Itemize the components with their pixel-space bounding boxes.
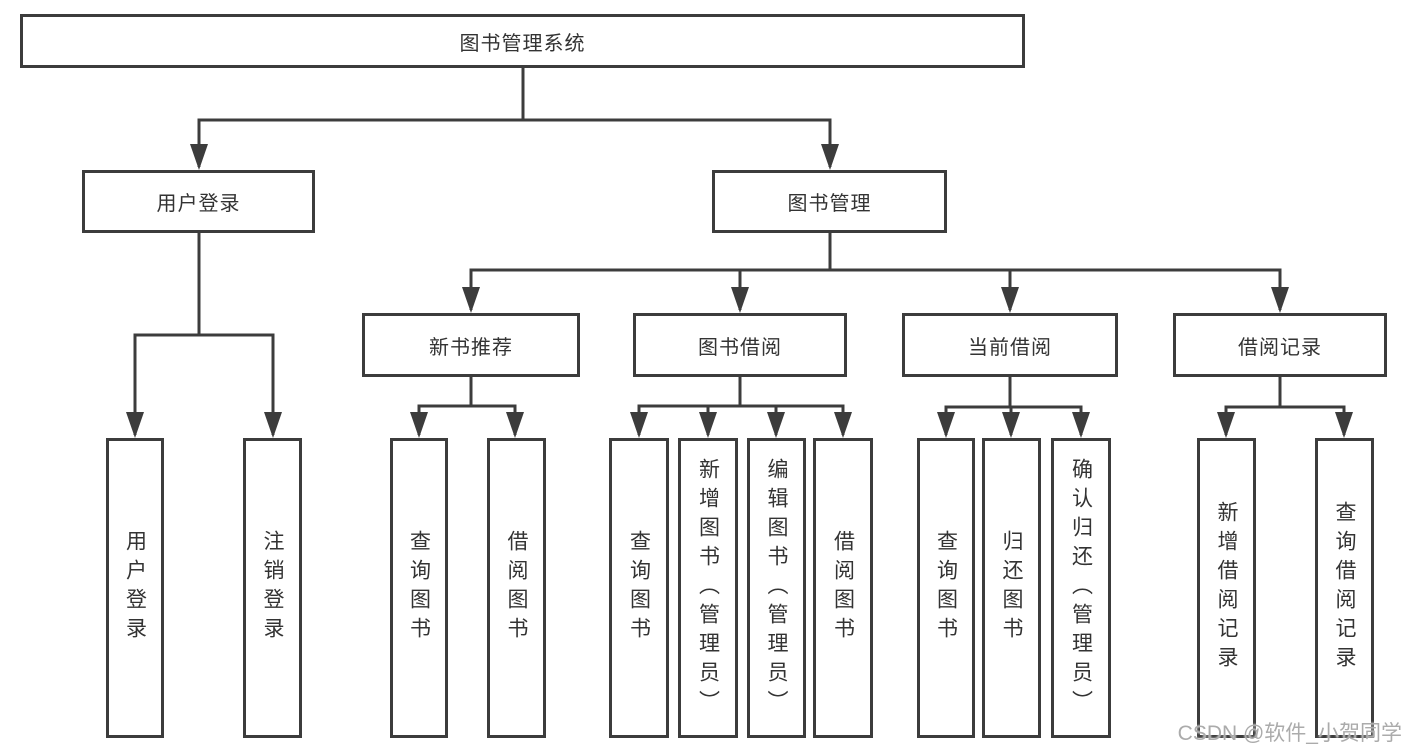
connector-bookmgmt-to-level3 xyxy=(462,233,1289,313)
node-leaf-confirm-return-admin: 确认归还（管理员） xyxy=(1051,438,1111,738)
leaf-label: 查询借阅记录 xyxy=(1333,501,1356,675)
node-root: 图书管理系统 xyxy=(20,14,1025,68)
node-leaf-borrow-books-borrow: 借阅图书 xyxy=(813,438,873,738)
leaf-label: 注销登录 xyxy=(261,530,284,646)
leaf-label: 借阅图书 xyxy=(831,530,855,646)
node-leaf-query-borrow-record: 查询借阅记录 xyxy=(1315,438,1374,738)
node-leaf-query-books-current: 查询图书 xyxy=(917,438,975,738)
node-book-management-label: 图书管理 xyxy=(787,193,872,215)
csdn-watermark: CSDN @软件_小贺同学 xyxy=(1177,722,1402,745)
node-book-borrow-label: 图书借阅 xyxy=(698,336,782,359)
node-borrow-records-label: 借阅记录 xyxy=(1238,336,1322,359)
leaf-label: 借阅图书 xyxy=(505,530,528,646)
leaf-label: 编辑图书（管理员） xyxy=(765,457,788,719)
leaf-label: 新增图书（管理员） xyxy=(696,457,720,719)
node-leaf-logout: 注销登录 xyxy=(243,438,302,738)
leaf-label: 查询图书 xyxy=(627,530,651,646)
node-leaf-edit-book-admin: 编辑图书（管理员） xyxy=(747,438,806,738)
node-leaf-return-books: 归还图书 xyxy=(982,438,1041,738)
leaf-label: 新增借阅记录 xyxy=(1215,501,1238,675)
connector-newbooks-to-leaves xyxy=(410,377,524,438)
connector-userlogin-to-leaves xyxy=(126,233,282,438)
connector-root-to-level2 xyxy=(190,68,839,170)
leaf-label: 查询图书 xyxy=(407,530,431,646)
connector-bookborrow-to-leaves xyxy=(630,377,852,438)
node-leaf-query-books-newbooks: 查询图书 xyxy=(390,438,448,738)
node-leaf-user-login: 用户登录 xyxy=(106,438,164,738)
node-user-login: 用户登录 xyxy=(82,170,315,233)
leaf-label: 用户登录 xyxy=(123,530,147,646)
node-book-management: 图书管理 xyxy=(712,170,947,233)
node-current-borrow-label: 当前借阅 xyxy=(968,336,1052,359)
node-current-borrow: 当前借阅 xyxy=(902,313,1118,377)
connector-currentborrow-to-leaves xyxy=(937,377,1090,438)
node-leaf-query-books-borrow: 查询图书 xyxy=(609,438,669,738)
node-user-login-label: 用户登录 xyxy=(156,193,241,215)
node-root-label: 图书管理系统 xyxy=(459,32,586,55)
leaf-label: 确认归还（管理员） xyxy=(1069,457,1093,719)
node-new-book-recommend: 新书推荐 xyxy=(362,313,580,377)
node-leaf-add-book-admin: 新增图书（管理员） xyxy=(678,438,738,738)
leaf-label: 归还图书 xyxy=(1000,530,1023,646)
connector-records-to-leaves xyxy=(1217,377,1353,438)
node-book-borrow: 图书借阅 xyxy=(633,313,847,377)
node-leaf-borrow-books-newbooks: 借阅图书 xyxy=(487,438,546,738)
node-borrow-records: 借阅记录 xyxy=(1173,313,1387,377)
node-leaf-add-borrow-record: 新增借阅记录 xyxy=(1197,438,1256,738)
node-new-book-recommend-label: 新书推荐 xyxy=(429,336,513,359)
leaf-label: 查询图书 xyxy=(934,530,958,646)
